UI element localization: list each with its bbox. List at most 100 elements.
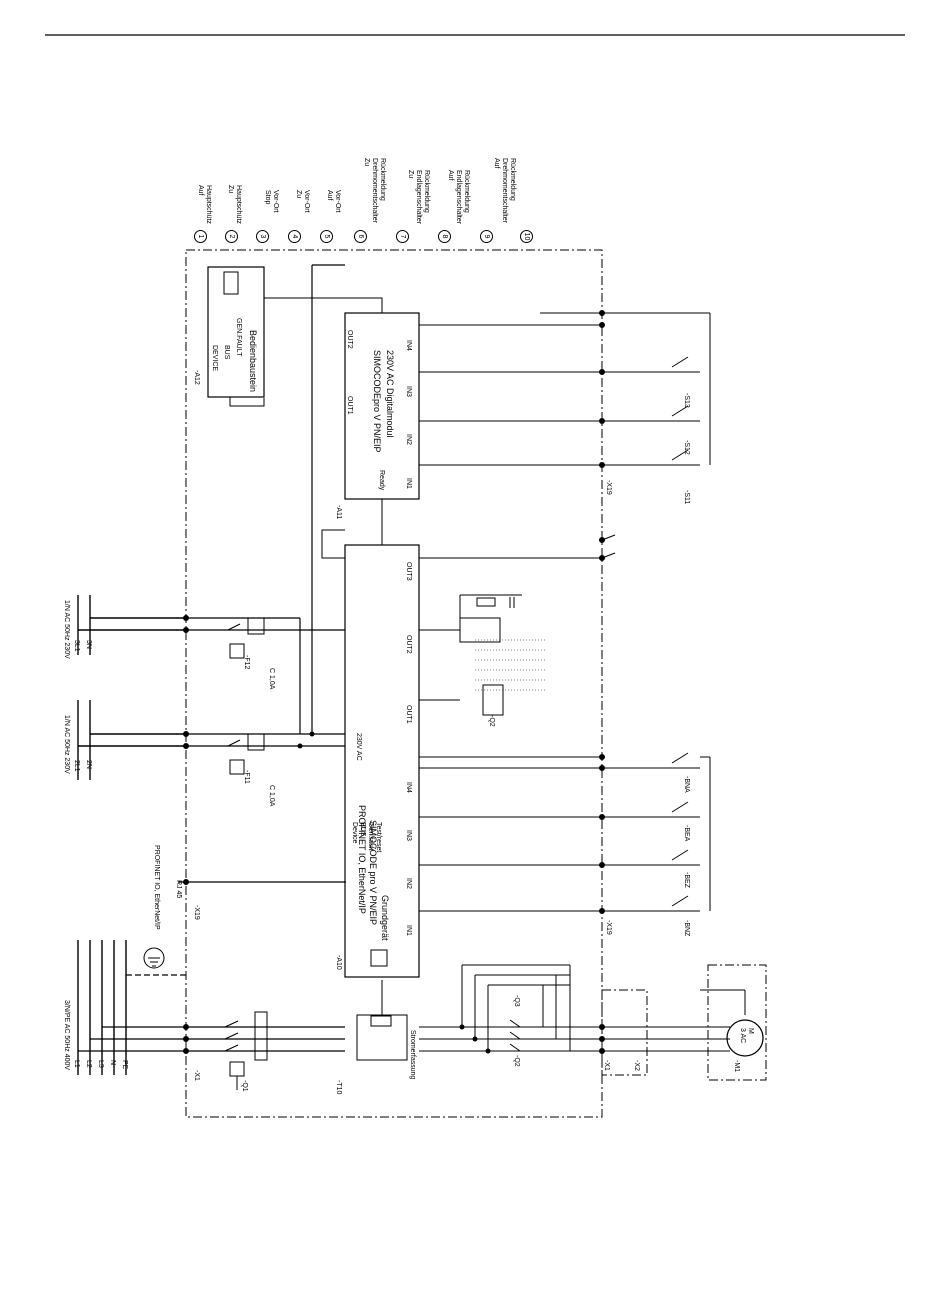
f12-fuse (227, 617, 265, 659)
f12-rating: C 1,0A (268, 668, 275, 690)
legend-7: Rückmeldung Endlagenschalter Zu (406, 170, 430, 224)
l3-label: L3 (97, 1060, 104, 1068)
m1-label: -M1 (733, 1060, 740, 1073)
ctrl1-label: 1/N AC 50Hz 230V (63, 715, 70, 774)
a11-out2: OUT2 (346, 330, 353, 349)
a12-sys-link (229, 397, 265, 407)
legend-2-text: Hauptschütz Zu (227, 185, 242, 224)
legend-5-text: Vor-Ort Auf (326, 190, 341, 213)
t10-label: -T10 (335, 1080, 342, 1095)
q1-label: -Q1 (241, 1080, 248, 1092)
f11-fuse (227, 733, 265, 775)
a10-in2: IN2 (405, 878, 412, 889)
motor-label: M 3 AC (739, 1028, 754, 1044)
legend-2: Hauptschütz Zu (226, 185, 242, 224)
a12-label: -A12 (193, 370, 200, 385)
a10-led-genfault: Gen.fault (367, 822, 374, 851)
f11-rating: C 1,0A (268, 785, 275, 807)
a10-led-bus: BUS (359, 822, 366, 837)
a10-in4: IN4 (405, 782, 412, 793)
a10-led-device: Device (351, 822, 358, 844)
t10-title: Stromerfassung (409, 1030, 416, 1080)
q2-q3-contactors (419, 964, 602, 1052)
f11-label: -F11 (243, 770, 250, 784)
legend-6: Rückmeldung Drehmomentschalter Zu (362, 158, 386, 223)
q2-label: -Q2 (488, 715, 495, 727)
q2b-label: -Q2 (513, 1055, 520, 1067)
a10-in3: IN3 (405, 830, 412, 841)
s11-label: -S11 (683, 490, 690, 505)
legend-num-2: 2 (225, 230, 238, 243)
t10-current-sensor (356, 1014, 408, 1061)
x2-label: -X2 (633, 1060, 640, 1071)
bna-label: -BNA (683, 776, 690, 793)
x19c-label: -X19 (193, 905, 200, 920)
legend-7-text: Rückmeldung Endlagenschalter Zu (407, 170, 430, 225)
legend-3: Vor-Ort Stop (263, 190, 279, 213)
x1b-label: -X1 (603, 1060, 610, 1071)
x19-label: -X19 (605, 920, 612, 935)
x2-frame (601, 989, 648, 1076)
a10-out1: OUT1 (405, 705, 412, 724)
sys-loop (321, 529, 345, 559)
legend-num-7: 7 (396, 230, 409, 243)
a12-led-genfault: GEN.FAULT (235, 318, 242, 357)
terminal-dots (183, 310, 605, 1054)
enclosure-frame (185, 249, 603, 1118)
a10-title3: Grundgerät (380, 895, 390, 941)
motor-symbol (726, 1019, 764, 1057)
profinet-label: PROFINET IO, EtherNet/IP (153, 845, 160, 930)
a12-link (264, 297, 383, 313)
legend-num-6: 6 (354, 230, 367, 243)
main-feed-lines (78, 974, 186, 1052)
a12-box (207, 266, 265, 398)
l1-label: L1 (73, 1060, 80, 1068)
a10-out2: OUT2 (405, 635, 412, 654)
main-supply-rails (77, 940, 127, 1075)
legend-8: Rückmeldung Endlagenschalter Auf (446, 170, 470, 224)
a11-in3: IN3 (405, 386, 412, 397)
legend-4-text: Vor-Ort Zu (295, 190, 310, 213)
l2-label: L2 (85, 1060, 92, 1068)
x19b-label: -X19 (605, 480, 612, 495)
legend-9: Rückmeldung Drehmomentschalter Auf (492, 158, 516, 223)
a10-in1: IN1 (405, 925, 412, 936)
a12-led-bus: BUS (223, 345, 230, 360)
a10-led-test: Test/reset (375, 822, 382, 853)
earth-symbol (143, 947, 165, 969)
n-label: N (109, 1060, 116, 1066)
a10-inputs (419, 752, 711, 912)
a11-in2: IN2 (405, 434, 412, 445)
ctrl2-label: 1/N AC 50Hz 230V (63, 600, 70, 659)
legend-num-9: 9 (480, 230, 493, 243)
legend-5: Vor-Ort Auf (325, 190, 341, 213)
a11-in1: IN1 (405, 478, 412, 489)
a11-inputs (419, 312, 711, 559)
legend-6-text: Rückmeldung Drehmomentschalter Zu (363, 158, 386, 223)
legend-4: Vor-Ort Zu (294, 190, 310, 213)
legend-9-text: Rückmeldung Drehmomentschalter Auf (493, 158, 516, 223)
ctrl2-l-label: 3L1 (73, 640, 80, 652)
a10-supply: 230V AC (355, 733, 362, 761)
legend-8-text: Rückmeldung Endlagenschalter Auf (447, 170, 470, 225)
relay-outputs (419, 557, 602, 716)
rj45-label: RJ 45 (175, 880, 182, 899)
a11-title2: 230V AC Digitalmodul (385, 350, 395, 438)
legend-1: Hauptschütz Auf (196, 185, 212, 224)
ctrl2-n-label: 3N (85, 640, 92, 649)
ctrl1-l-label: 2L1 (73, 760, 80, 772)
a10-label: -A10 (335, 955, 342, 970)
a12-led-device: DEVICE (211, 345, 218, 372)
a12-title: Bedienbaustein (248, 330, 258, 393)
q1-breaker (224, 1011, 268, 1090)
m1-frame (707, 964, 767, 1081)
legend-num-5: 5 (320, 230, 333, 243)
q3-label: -Q3 (513, 995, 520, 1007)
ctrl-supply-1 (77, 700, 186, 780)
legend-1-text: Hauptschütz Auf (197, 185, 212, 224)
a10-out3: OUT3 (405, 562, 412, 581)
s13-label: -S13 (683, 393, 690, 408)
m1-wiring (602, 989, 746, 1052)
a11-label: -A11 (335, 505, 342, 520)
legend-num-1: 1 (194, 230, 207, 243)
